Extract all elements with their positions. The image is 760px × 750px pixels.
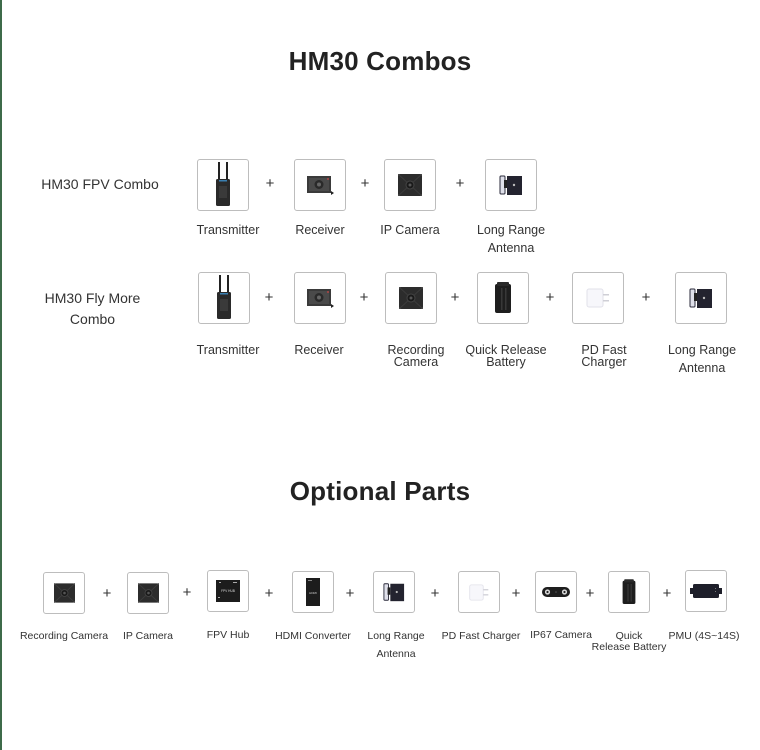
label-line: Camera xyxy=(393,355,439,369)
combo2-item-quick-release-battery[interactable] xyxy=(477,272,529,324)
combo2-label-pd-fast-charger: PD Fast Charger xyxy=(563,343,645,369)
receiver-icon xyxy=(306,287,334,309)
combo-name-line: Combo xyxy=(69,311,116,327)
plus-icon: + xyxy=(264,585,274,602)
combo1-label-ip-camera: IP Camera xyxy=(380,223,440,237)
battery-icon xyxy=(493,282,513,314)
optional-item-pd-fast-charger[interactable] xyxy=(458,571,500,613)
plus-icon: + xyxy=(450,289,460,306)
label-line: Release Battery xyxy=(591,641,667,653)
combo2-label-transmitter: Transmitter xyxy=(196,343,260,357)
plus-icon: + xyxy=(265,175,275,192)
label-line: Long Range xyxy=(667,343,737,357)
combo2-label-receiver: Receiver xyxy=(294,343,344,357)
optional-item-ip-camera[interactable] xyxy=(127,572,169,614)
charger-icon xyxy=(585,287,611,309)
transmitter-icon xyxy=(213,162,233,208)
optional-item-hdmi-converter[interactable]: HDMI xyxy=(292,571,334,613)
combo1-item-transmitter[interactable] xyxy=(197,159,249,211)
long-range-antenna-icon xyxy=(383,581,405,603)
combo2-item-pd-fast-charger[interactable] xyxy=(572,272,624,324)
ip67-camera-icon xyxy=(542,586,570,598)
combo1-label-long-range-antenna: Long Range Antenna xyxy=(466,221,556,257)
plus-icon: + xyxy=(264,289,274,306)
hdmi-converter-icon: HDMI xyxy=(306,578,320,606)
plus-icon: + xyxy=(430,585,440,602)
recording-camera-icon xyxy=(53,583,75,603)
label-line: Antenna xyxy=(678,361,726,375)
long-range-antenna-icon xyxy=(499,173,523,197)
optional-item-pmu[interactable] xyxy=(685,570,727,612)
combo1-label-receiver: Receiver xyxy=(295,223,345,237)
combo1-item-long-range-antenna[interactable] xyxy=(485,159,537,211)
combo2-item-recording-camera[interactable] xyxy=(385,272,437,324)
optional-label-pmu: PMU (4S~14S) xyxy=(668,630,740,642)
left-edge-divider xyxy=(0,0,2,750)
combo1-item-ip-camera[interactable] xyxy=(384,159,436,211)
transmitter-icon xyxy=(214,275,234,321)
optional-label-fpv-hub: FPV Hub xyxy=(206,629,250,641)
plus-icon: + xyxy=(511,585,521,602)
plus-icon: + xyxy=(641,289,651,306)
plus-icon: + xyxy=(662,585,672,602)
plus-icon: + xyxy=(359,289,369,306)
label-line: Long Range xyxy=(476,223,546,237)
plus-icon: + xyxy=(360,175,370,192)
plus-icon: + xyxy=(455,175,465,192)
combo2-item-transmitter[interactable] xyxy=(198,272,250,324)
optional-label-quick-release-battery: Quick Release Battery xyxy=(583,631,675,653)
optional-label-pd-fast-charger: PD Fast Charger xyxy=(441,630,521,642)
label-line: Charger xyxy=(581,355,627,369)
combo-name-line: HM30 Fly More xyxy=(44,290,141,306)
ip-camera-icon xyxy=(137,583,159,603)
svg-text:FPV HUB: FPV HUB xyxy=(221,589,235,593)
receiver-icon xyxy=(306,174,334,196)
recording-camera-icon xyxy=(399,287,423,309)
optional-item-recording-camera[interactable] xyxy=(43,572,85,614)
plus-icon: + xyxy=(182,584,192,601)
label-line: Antenna xyxy=(487,241,535,255)
optional-label-ip-camera: IP Camera xyxy=(123,630,173,642)
optional-label-hdmi-converter: HDMI Converter xyxy=(275,630,351,642)
optional-label-long-range-antenna: Long Range Antenna xyxy=(351,627,441,663)
plus-icon: + xyxy=(545,289,555,306)
combo2-label-quick-release-battery: Quick Release Battery xyxy=(456,343,556,369)
label-line: PD Fast xyxy=(581,343,627,357)
optional-item-long-range-antenna[interactable] xyxy=(373,571,415,613)
long-range-antenna-icon xyxy=(689,286,713,310)
combo2-item-receiver[interactable] xyxy=(294,272,346,324)
combos-section-title: HM30 Combos xyxy=(288,46,472,76)
combo2-label-recording-camera: Recording Camera xyxy=(375,343,457,369)
optional-item-fpv-hub[interactable]: FPV HUB xyxy=(207,570,249,612)
combo2-label-long-range-antenna: Long Range Antenna xyxy=(656,341,748,377)
label-line: Quick xyxy=(615,630,643,642)
ip-camera-icon xyxy=(398,174,422,196)
label-line: Recording xyxy=(387,343,445,357)
charger-icon xyxy=(468,583,490,602)
optional-section-title: Optional Parts xyxy=(289,476,471,506)
label-line: Antenna xyxy=(376,648,416,660)
pmu-icon xyxy=(690,583,722,599)
label-line: Quick Release xyxy=(465,343,547,357)
battery-icon xyxy=(621,579,637,605)
plus-icon: + xyxy=(102,585,112,602)
optional-item-quick-release-battery[interactable] xyxy=(608,571,650,613)
optional-item-ip67-camera[interactable] xyxy=(535,571,577,613)
optional-label-ip67-camera: IP67 Camera xyxy=(530,629,592,641)
plus-icon: + xyxy=(345,585,355,602)
combo1-label-transmitter: Transmitter xyxy=(196,223,260,237)
plus-icon: + xyxy=(585,585,595,602)
optional-label-recording-camera: Recording Camera xyxy=(19,630,109,642)
combo-name-fly-more: HM30 Fly More Combo xyxy=(25,288,160,330)
label-line: Battery xyxy=(486,355,526,369)
combo1-item-receiver[interactable] xyxy=(294,159,346,211)
combo-name-fpv: HM30 FPV Combo xyxy=(41,176,159,192)
fpv-hub-icon: FPV HUB xyxy=(216,580,240,602)
svg-text:HDMI: HDMI xyxy=(309,591,317,595)
combo2-item-long-range-antenna[interactable] xyxy=(675,272,727,324)
label-line: Long Range xyxy=(367,630,425,642)
